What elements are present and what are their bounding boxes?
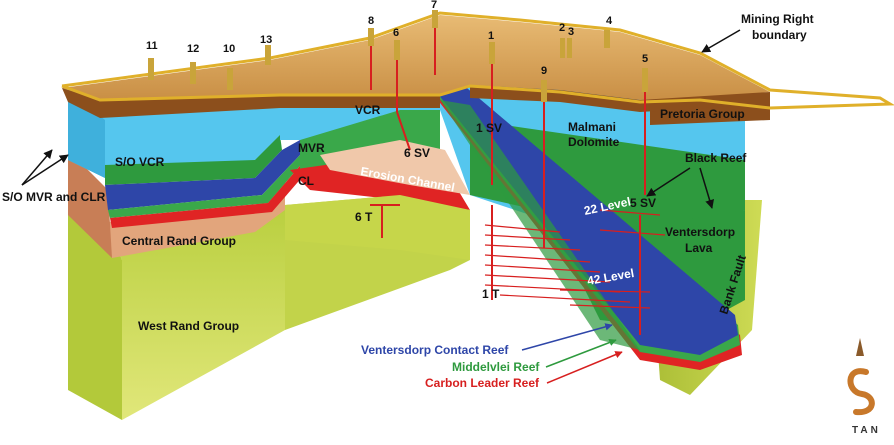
label-malmani: Malmani [568,120,616,134]
shaft-number: 3 [568,26,574,38]
label-cl: CL [298,174,314,188]
label-lava: Lava [685,241,713,255]
label-5sv: 5 SV [630,196,656,210]
shaft-9 [541,80,547,102]
reef-bands-left [105,140,310,228]
label-6t: 6 T [355,210,373,224]
shaft-number: 2 [559,22,565,34]
logo-s-icon [847,368,875,416]
shaft-6 [394,40,400,60]
shaft-12 [190,62,196,84]
label-ventersdorp: Ventersdorp [665,225,735,239]
logo: TAN [847,338,881,436]
label-so-vcr: S/O VCR [115,155,165,169]
shaft-number: 13 [260,34,272,46]
shaft-8 [368,28,374,46]
shaft-7 [432,10,438,28]
callout-boundary: boundary [752,28,807,42]
shaft-number: 7 [431,0,437,11]
label-1sv: 1 SV [476,121,502,135]
label-pretoria: Pretoria Group [660,107,745,121]
dipping-reef [425,72,742,370]
label-central-rand: Central Rand Group [122,234,236,248]
shaft-number: 10 [223,43,235,55]
callout-black-reef: Black Reef [685,151,747,165]
legend-vcr: Ventersdorp Contact Reef [361,343,509,357]
shaft-11 [148,58,154,80]
logo-letters: TAN [852,425,881,436]
shaft-5 [642,68,648,92]
label-vcr: VCR [355,103,381,117]
shaft-3 [567,38,572,58]
shaft-number: 11 [146,40,158,52]
reef-legend: Ventersdorp Contact Reef Middelvlei Reef… [361,323,623,390]
shaft-number-labels: 11 12 10 13 8 6 7 1 2 3 4 9 5 [146,0,648,77]
label-west-rand: West Rand Group [138,319,239,333]
shaft-number: 5 [642,53,648,65]
shaft-number: 6 [393,27,399,39]
shafts [148,10,666,335]
shaft-number: 1 [488,30,494,42]
shaft-1 [489,42,495,64]
shaft-number: 12 [187,43,199,55]
label-mvr: MVR [298,141,325,155]
shaft-number: 4 [606,15,613,27]
label-dolomite: Dolomite [568,135,620,149]
shaft-10 [227,68,233,90]
label-1t: 1 T [482,287,500,301]
shaft-number: 8 [368,15,374,27]
shaft-number: 9 [541,65,547,77]
shaft-13 [265,45,271,65]
shaft-4 [604,30,610,48]
callout-so-mvr-clr: S/O MVR and CLR [2,190,106,204]
label-6sv: 6 SV [404,146,430,160]
legend-mvr: Middelvlei Reef [452,360,540,374]
legend-clr: Carbon Leader Reef [425,376,540,390]
shaft-2 [560,38,565,58]
logo-arrow-icon [856,338,864,356]
callout-mining-right: Mining Right [741,12,814,26]
